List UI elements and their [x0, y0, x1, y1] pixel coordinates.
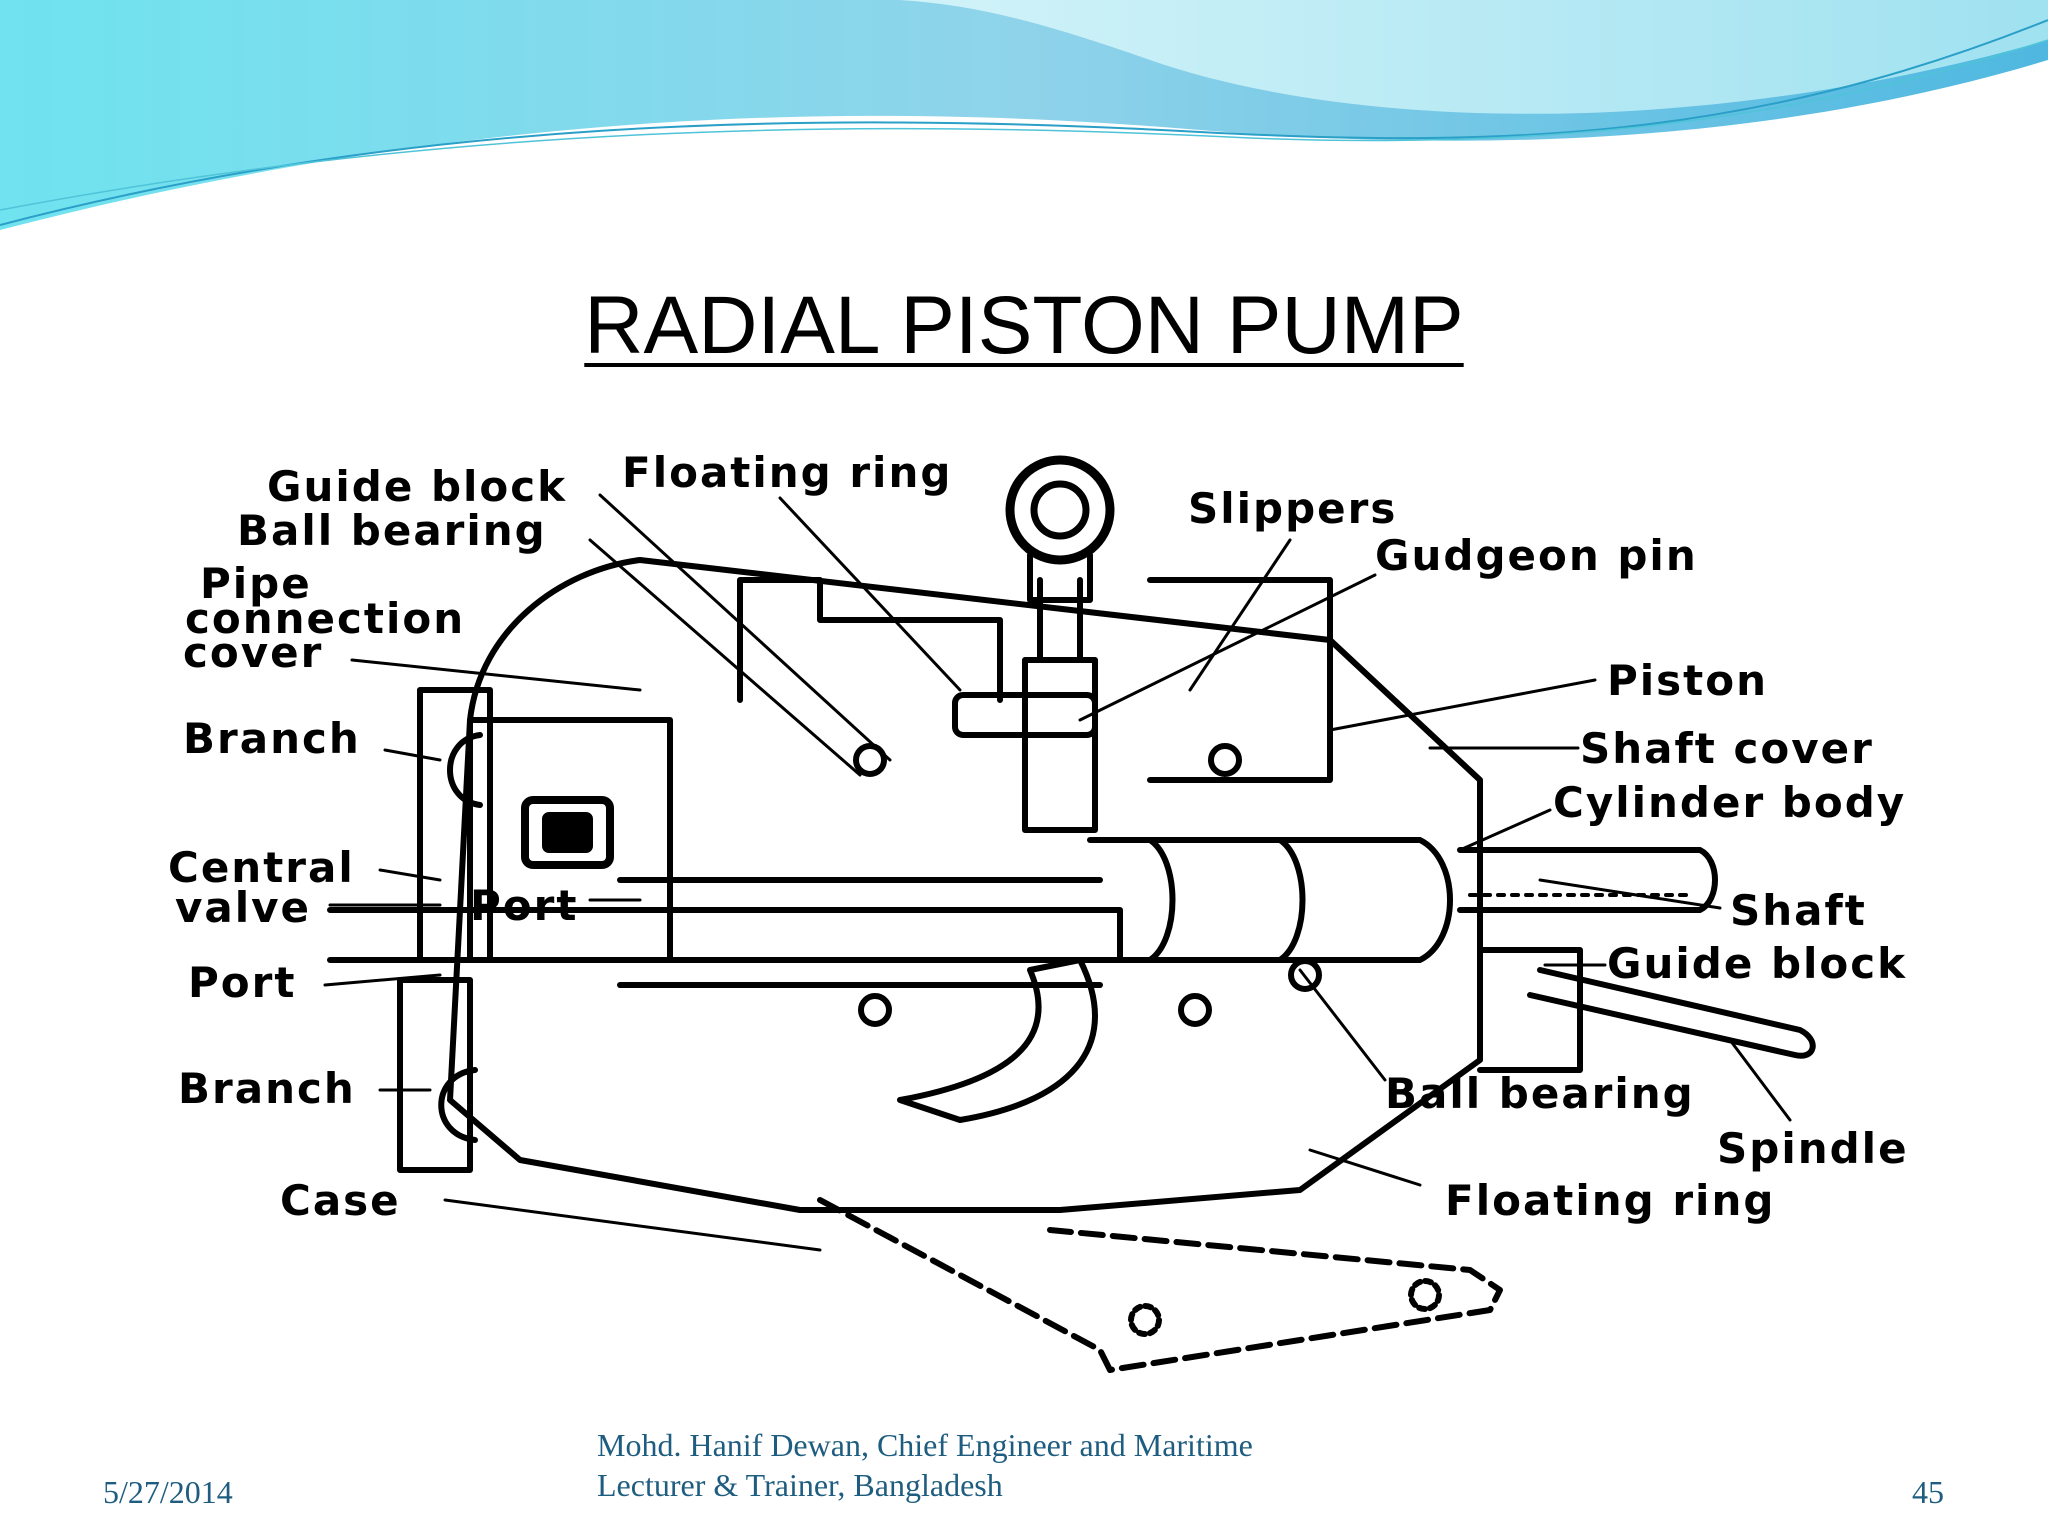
footer-page-number: 45 — [1912, 1474, 1944, 1510]
central-valve — [327, 907, 1123, 963]
label-port-left: Port — [188, 958, 297, 1007]
cylinder-body — [1087, 837, 1453, 963]
label-branch-bottom: Branch — [178, 1064, 356, 1113]
footer-author-line2: Lecturer & Trainer, Bangladesh — [597, 1467, 1003, 1503]
label-pipe-connection-cover-3: cover — [183, 628, 324, 677]
footer-author-line1: Mohd. Hanif Dewan, Chief Engineer and Ma… — [597, 1427, 1253, 1463]
top-housing — [737, 577, 1003, 703]
label-ball-bearing-bottom: Ball bearing — [1385, 1069, 1695, 1118]
footer-author: Mohd. Hanif Dewan, Chief Engineer and Ma… — [597, 1425, 1253, 1505]
leader-lines — [323, 493, 1792, 1252]
lower-branch-flange — [397, 977, 473, 1173]
label-piston: Piston — [1607, 656, 1769, 705]
footer-date: 5/27/2014 — [103, 1474, 233, 1510]
label-guide-block-top: Guide block — [267, 462, 568, 511]
slide-title: RADIAL PISTON PUMP — [0, 285, 2048, 367]
label-case: Case — [280, 1176, 401, 1225]
piston — [1022, 657, 1098, 833]
label-pipe-connection-cover-2: connection — [185, 594, 466, 643]
case-outline — [447, 557, 1483, 1213]
spindle — [1527, 967, 1816, 1059]
label-spindle: Spindle — [1717, 1124, 1909, 1173]
guide-block-lower — [1477, 947, 1583, 1073]
label-ball-bearing-top: Ball bearing — [237, 506, 547, 555]
floating-ring-lower — [897, 957, 1098, 1123]
shaft — [1457, 847, 1718, 913]
label-floating-ring-top: Floating ring — [622, 448, 953, 497]
label-shaft-cover: Shaft cover — [1580, 724, 1874, 773]
port-window — [521, 796, 614, 869]
label-slippers: Slippers — [1188, 484, 1398, 533]
base-plate — [817, 1197, 1503, 1373]
label-central-valve-2: valve — [175, 883, 311, 932]
label-pipe-connection-cover-1: Pipe — [200, 559, 312, 608]
label-port-inner: Port — [470, 881, 579, 930]
label-gudgeon-pin: Gudgeon pin — [1375, 531, 1698, 580]
label-central-valve-1: Central — [168, 843, 355, 892]
label-floating-ring-bottom: Floating ring — [1445, 1176, 1776, 1225]
label-shaft: Shaft — [1730, 886, 1867, 935]
header-wave-decoration — [0, 0, 2048, 230]
slide-title-text: RADIAL PISTON PUMP — [584, 280, 1464, 371]
eye-bolt — [1005, 455, 1115, 565]
label-guide-block-right: Guide block — [1607, 939, 1908, 988]
label-branch-top: Branch — [183, 714, 361, 763]
label-cylinder-body: Cylinder body — [1553, 778, 1907, 827]
gudgeon-pin — [952, 692, 1098, 738]
